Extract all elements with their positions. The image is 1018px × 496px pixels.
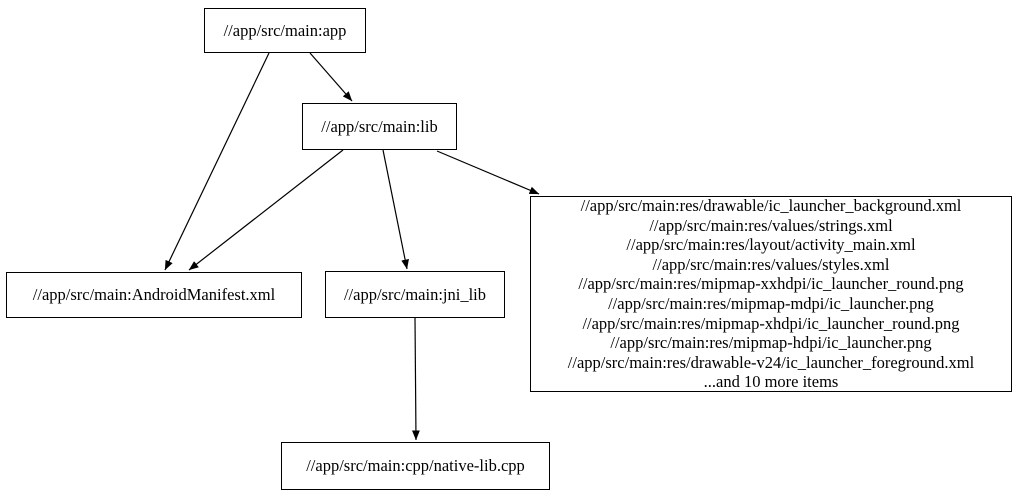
node-lib: //app/src/main:lib (302, 103, 457, 150)
resource-line: //app/src/main:res/drawable/ic_launcher_… (580, 196, 962, 216)
edge-app-to-androidmanifest (164, 52, 270, 271)
edge-lib-to-resources (436, 150, 540, 195)
node-resources-group: //app/src/main:res/drawable/ic_launcher_… (530, 196, 1012, 392)
node-app: //app/src/main:app (204, 8, 366, 53)
resource-line: //app/src/main:res/drawable-v24/ic_launc… (567, 352, 975, 372)
resource-line: //app/src/main:res/mipmap-xhdpi/ic_launc… (582, 313, 960, 333)
node-android-manifest: //app/src/main:AndroidManifest.xml (6, 272, 302, 318)
node-native-lib-cpp-label: //app/src/main:cpp/native-lib.cpp (306, 456, 525, 476)
resource-line: //app/src/main:res/values/styles.xml (652, 254, 890, 274)
node-native-lib-cpp: //app/src/main:cpp/native-lib.cpp (281, 442, 550, 490)
resource-line: //app/src/main:res/values/strings.xml (649, 215, 893, 235)
node-lib-label: //app/src/main:lib (321, 116, 438, 136)
resource-line: //app/src/main:res/layout/activity_main.… (626, 235, 916, 255)
resource-line: //app/src/main:res/mipmap-hdpi/ic_launch… (610, 333, 932, 353)
resource-line: //app/src/main:res/mipmap-mdpi/ic_launch… (608, 294, 934, 313)
resources-more-items-line: ...and 10 more items (703, 372, 839, 392)
edge-app-to-lib (309, 52, 353, 102)
edge-jnilib-to-nativelib (412, 317, 420, 441)
node-jni-lib-label: //app/src/main:jni_lib (343, 284, 487, 304)
edge-lib-to-jnilib (382, 149, 409, 270)
node-android-manifest-label: //app/src/main:AndroidManifest.xml (32, 285, 276, 305)
edge-lib-to-androidmanifest (188, 149, 344, 271)
node-jni-lib: //app/src/main:jni_lib (325, 271, 505, 318)
node-app-label: //app/src/main:app (223, 20, 347, 40)
resource-line: //app/src/main:res/mipmap-xxhdpi/ic_laun… (578, 274, 964, 294)
